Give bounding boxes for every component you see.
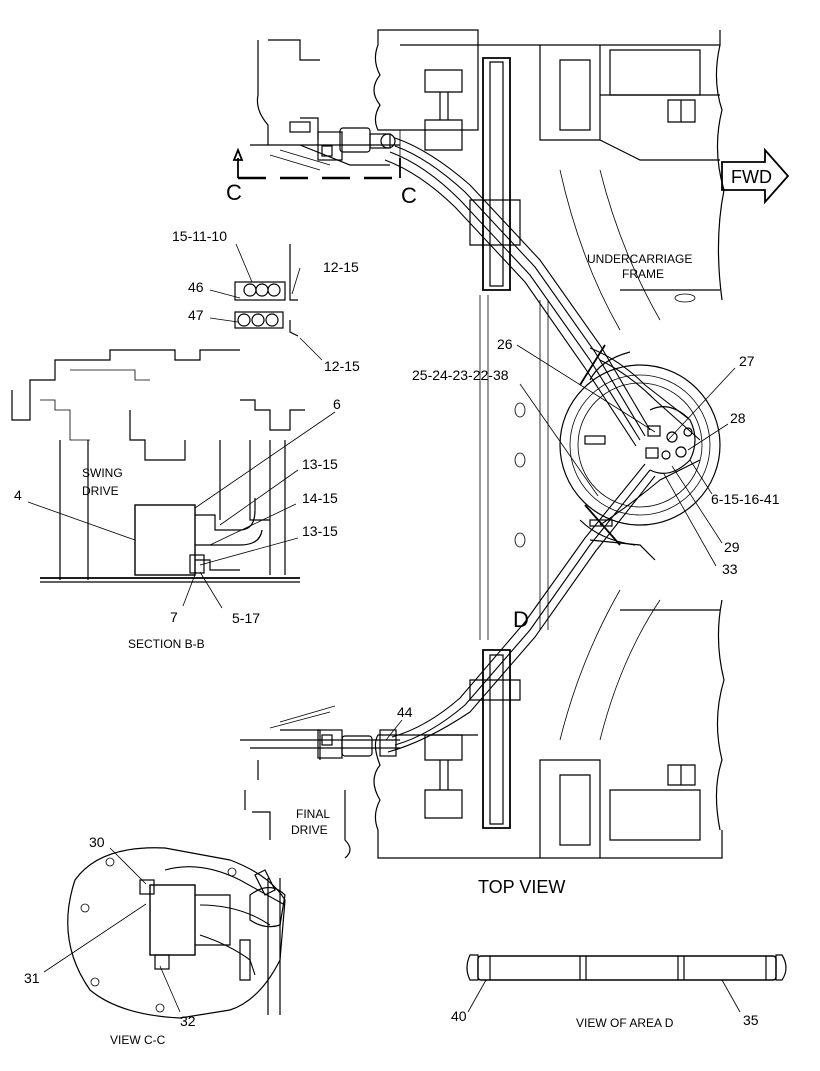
callout-12-15-bottom: 12-15 <box>324 358 360 374</box>
fwd-label: FWD <box>731 167 772 187</box>
callout-15-11-10: 15-11-10 <box>172 228 227 244</box>
area-d-drawing <box>466 954 787 981</box>
callout-4: 4 <box>14 487 22 503</box>
callout-32: 32 <box>180 1013 196 1029</box>
final-drive-label-1: FINAL <box>296 807 330 821</box>
callout-30: 30 <box>89 834 105 850</box>
section-bb-drawing <box>11 349 305 583</box>
callout-46: 46 <box>188 279 204 295</box>
callout-33: 33 <box>722 561 738 577</box>
view-area-d-title: VIEW OF AREA D <box>576 1016 674 1030</box>
upper-hose-run <box>384 137 701 447</box>
section-c-right-label: C <box>401 183 417 208</box>
view-cc-drawing <box>67 847 286 1019</box>
callout-6: 6 <box>333 396 341 412</box>
callout-25-24-23-22-38: 25-24-23-22-38 <box>412 367 509 383</box>
undercarriage-frame-outline <box>373 29 725 859</box>
view-cc-title: VIEW C-C <box>110 1033 166 1047</box>
area-d-label: D <box>513 607 529 632</box>
callout-13-15-a: 13-15 <box>302 456 338 472</box>
section-bb-title: SECTION B-B <box>128 637 205 651</box>
clip-detail <box>234 244 299 337</box>
center-swivel <box>645 406 696 474</box>
callout-44: 44 <box>397 704 413 720</box>
lower-motor-fittings <box>240 705 400 859</box>
callout-26: 26 <box>497 336 513 352</box>
callout-5-17: 5-17 <box>232 610 260 626</box>
top-view-title: TOP VIEW <box>478 877 565 897</box>
callout-6-15-16-41: 6-15-16-41 <box>711 491 780 507</box>
callout-7: 7 <box>170 609 178 625</box>
callout-47: 47 <box>188 307 204 323</box>
callout-14-15: 14-15 <box>302 490 338 506</box>
swing-drive-label-1: SWING <box>82 466 123 480</box>
callout-35: 35 <box>743 1012 759 1028</box>
callout-29: 29 <box>724 539 740 555</box>
section-c-left-label: C <box>226 180 242 205</box>
callout-13-15-b: 13-15 <box>302 523 338 539</box>
final-drive-label-2: DRIVE <box>291 823 328 837</box>
lower-hose-run <box>387 459 701 753</box>
callout-31: 31 <box>24 970 40 986</box>
callout-27: 27 <box>739 353 755 369</box>
undercarriage-frame-label-2: FRAME <box>622 267 664 281</box>
upper-motor-fittings <box>232 39 401 180</box>
forward-arrow-icon <box>721 147 790 205</box>
callout-40: 40 <box>451 1008 467 1024</box>
leader-lines <box>27 243 741 1013</box>
callout-12-15-top: 12-15 <box>323 259 359 275</box>
swing-drive-label-2: DRIVE <box>82 484 119 498</box>
callout-28: 28 <box>730 410 746 426</box>
undercarriage-frame-label-1: UNDERCARRIAGE <box>587 252 692 266</box>
swing-bearing-ring <box>559 344 721 561</box>
